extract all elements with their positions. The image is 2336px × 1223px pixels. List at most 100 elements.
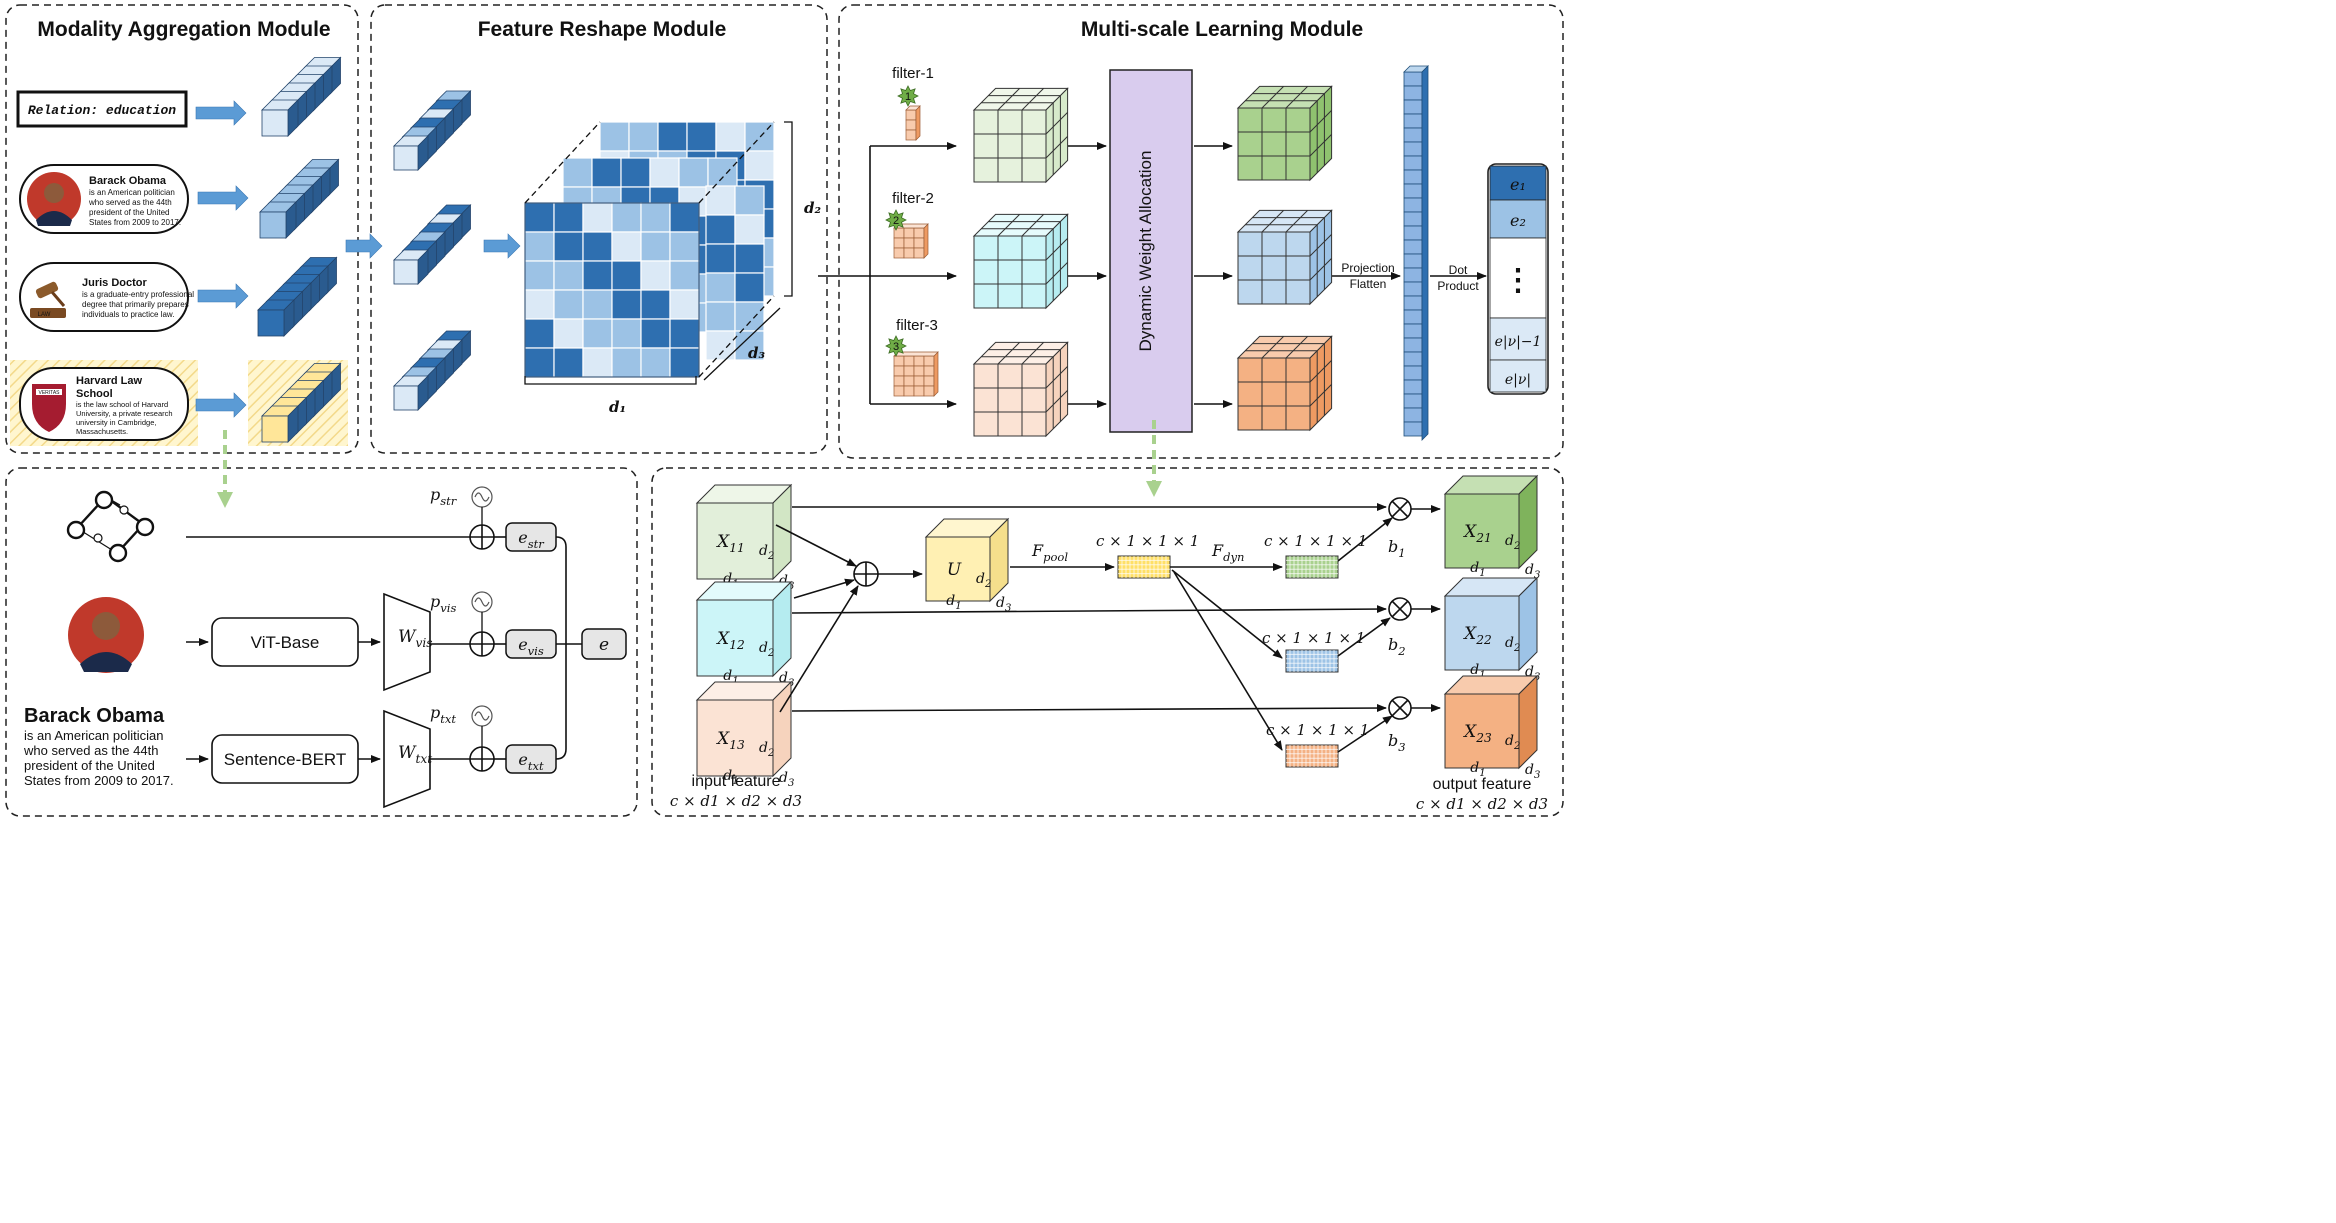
filter-cell <box>893 365 905 377</box>
tensor-cell <box>686 121 717 152</box>
encoder-frame <box>5 467 638 817</box>
harvard-card-name-1: Harvard Law <box>76 375 142 387</box>
tensor-cell <box>611 347 642 378</box>
tensor-cell <box>553 260 584 291</box>
filter-badge-number: 1 <box>905 91 911 103</box>
u-cube-label: U <box>947 560 962 580</box>
cube-front-face <box>973 363 1047 437</box>
cube-front-face <box>1237 107 1311 181</box>
obama-photo <box>68 597 144 673</box>
flat-cell <box>1403 281 1423 297</box>
flat-side <box>1421 65 1429 441</box>
tensor-cell <box>582 231 613 262</box>
flat-cell <box>1403 323 1423 339</box>
relation-label: Relation: education <box>28 103 176 118</box>
vector-juris <box>257 256 338 337</box>
tensor-cell <box>553 318 584 349</box>
flat-cell <box>1403 183 1423 199</box>
tensor-cell <box>669 260 700 291</box>
tensor-cell <box>628 121 659 152</box>
tensor-d1-label: d₁ <box>609 398 626 416</box>
fusion-cube-front <box>1444 493 1520 569</box>
cube-face <box>393 385 419 411</box>
sbert-label: Sentence-BERT <box>224 750 347 769</box>
tensor-cell <box>649 157 680 188</box>
tensor-cell <box>611 318 642 349</box>
juris-card-name: Juris Doctor <box>82 277 148 289</box>
d2-label: d2 <box>1505 635 1520 654</box>
tensor-cell <box>734 330 765 361</box>
flat-cell <box>1403 295 1423 311</box>
tensor-cell <box>705 243 736 274</box>
scale-cube-1 <box>972 87 1069 184</box>
output-shape-label: c × d1 × d2 × d3 <box>1416 795 1548 813</box>
card-desc-line: States from 2009 to 2017. <box>89 218 181 227</box>
flattened-vector <box>1403 65 1429 441</box>
card-desc-line: is an American politician <box>89 188 175 197</box>
tensor-front-outline <box>524 202 700 378</box>
tensor-cell <box>524 231 555 262</box>
embedding-row <box>1489 165 1547 201</box>
filter-cell <box>903 385 915 397</box>
embedding-e-nu: e|ν| <box>1505 372 1531 388</box>
embedding-row <box>1489 199 1547 239</box>
flat-cell <box>1403 127 1423 143</box>
c111-label-w2: c × 1 × 1 × 1 <box>1262 629 1365 647</box>
tensor-cell <box>669 289 700 320</box>
filter-side <box>933 351 939 397</box>
card-desc-line: individuals to practice law. <box>82 310 175 319</box>
d2-label: d2 <box>759 740 774 759</box>
pool-to-w2 <box>1171 569 1283 659</box>
tensor-cell <box>678 157 709 188</box>
scale-cube-2 <box>972 213 1069 310</box>
tensor-cell <box>734 214 765 245</box>
flat-cell <box>1403 169 1423 185</box>
flat-cell <box>1403 379 1423 395</box>
filter-cell <box>905 109 917 121</box>
filter-cell <box>913 247 925 259</box>
tensor-cell <box>524 347 555 378</box>
tensor-edge-dashed <box>698 295 775 378</box>
filter-cell <box>905 119 917 131</box>
weight-vector-1 <box>1285 555 1339 579</box>
tensor-edge-dashed <box>524 121 601 204</box>
aggregation-arrows <box>195 100 521 418</box>
flat-cell <box>1403 113 1423 129</box>
w-txt-trapezoid <box>383 709 431 809</box>
filter-cell <box>913 237 925 249</box>
e-label: e <box>599 635 609 655</box>
diagram-canvas: Modality Aggregation Module Feature Resh… <box>5 4 1564 817</box>
tensor-cell <box>734 185 765 216</box>
tensor-cell <box>640 260 671 291</box>
tensor-cell <box>669 347 700 378</box>
d2-label: d2 <box>1505 533 1520 552</box>
arrow-to-reshape <box>345 233 383 259</box>
flat-cell <box>1403 351 1423 367</box>
tensor-cell <box>705 301 736 332</box>
filter-badge-number: 3 <box>893 341 899 353</box>
dynamic-weight-box <box>1109 69 1193 433</box>
embedding-row <box>1489 359 1547 393</box>
flat-cell <box>1403 309 1423 325</box>
dashed-arrow-left <box>217 492 233 508</box>
card-desc-line: is an American politician <box>24 728 163 743</box>
tensor-cell <box>611 231 642 262</box>
arrow-to-tensor <box>483 233 521 259</box>
fusion-cube-front <box>1444 693 1520 769</box>
scale-cube-3 <box>972 341 1069 438</box>
obama-portrait <box>27 172 81 226</box>
cube-face <box>393 259 419 285</box>
e-box <box>581 628 627 660</box>
tensor-cell <box>669 202 700 233</box>
tensor-cell <box>669 231 700 262</box>
filter-cell <box>893 375 905 387</box>
tensor-cell <box>640 202 671 233</box>
encoder-entity-name: Barack Obama <box>24 705 165 727</box>
reshape-vector-1 <box>393 90 472 171</box>
filter-side <box>915 105 921 141</box>
p-str-label: pstr <box>430 485 458 508</box>
filter-cell <box>923 355 935 367</box>
